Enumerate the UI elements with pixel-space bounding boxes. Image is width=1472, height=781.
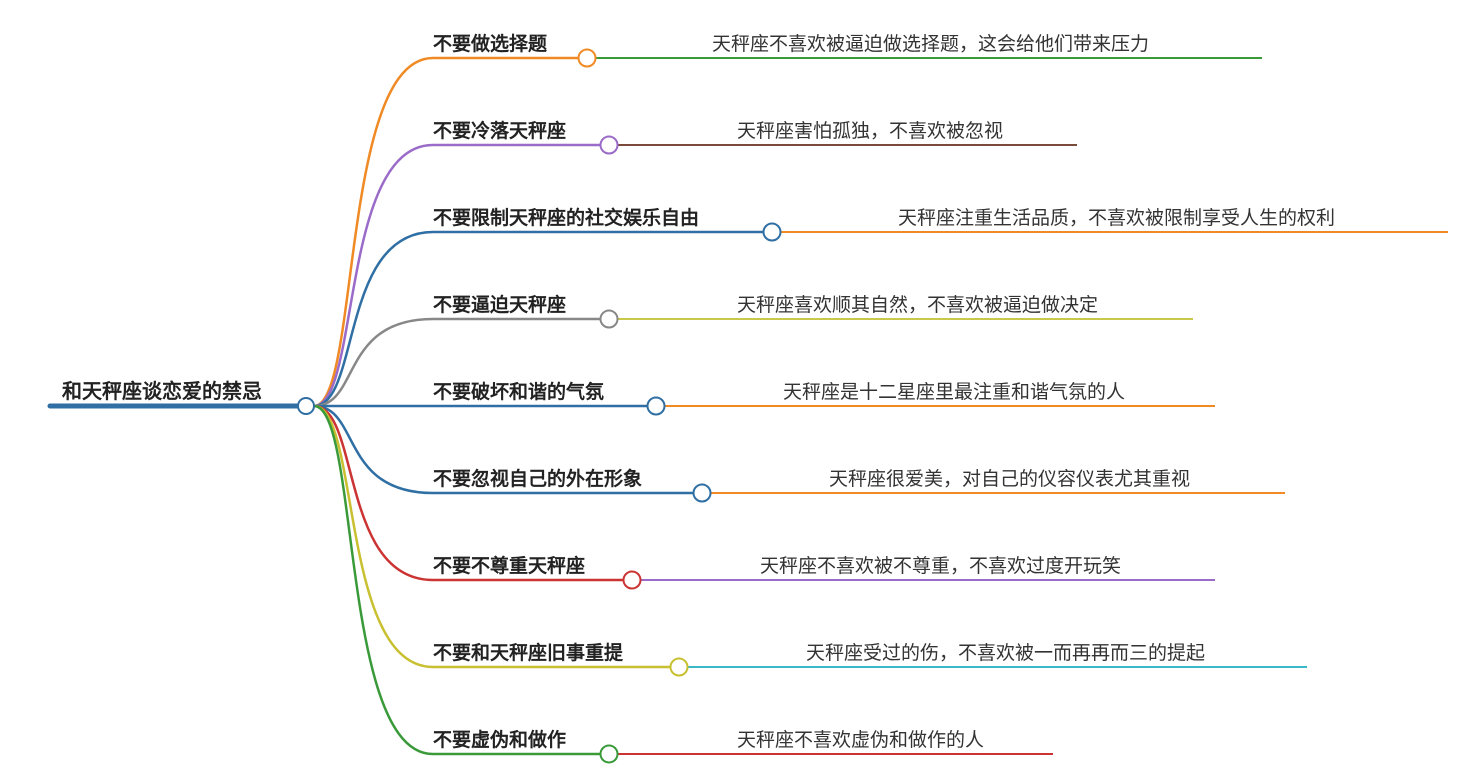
branch-node-circle[interactable] <box>599 309 619 329</box>
branch-topic[interactable]: 不要限制天秤座的社交娱乐自由 <box>433 206 699 229</box>
branch-topic[interactable]: 不要虚伪和做作 <box>433 728 566 751</box>
branch-connector <box>313 404 434 756</box>
branch-node-circle[interactable] <box>622 570 642 590</box>
root-node-circle[interactable] <box>297 397 315 415</box>
branch-connector <box>313 143 434 408</box>
branch-connector <box>313 230 434 408</box>
branch-topic[interactable]: 不要和天秤座旧事重提 <box>433 641 624 664</box>
branch-node-circle[interactable] <box>762 222 782 242</box>
branch-topic[interactable]: 不要冷落天秤座 <box>433 119 566 142</box>
leaf-topic[interactable]: 天秤座不喜欢被逼迫做选择题，这会给他们带来压力 <box>712 33 1149 55</box>
branch-node-circle[interactable] <box>577 48 597 68</box>
branch-topic[interactable]: 不要做选择题 <box>433 32 547 55</box>
branch-connector <box>313 404 434 582</box>
leaf-topic[interactable]: 天秤座很爱美，对自己的仪容仪表尤其重视 <box>829 468 1190 490</box>
leaf-topic[interactable]: 天秤座是十二星座里最注重和谐气氛的人 <box>783 381 1125 403</box>
branch-connector <box>313 56 434 408</box>
branch-topic[interactable]: 不要忽视自己的外在形象 <box>433 467 642 490</box>
branch-node-circle[interactable] <box>646 396 666 416</box>
leaf-topic[interactable]: 天秤座注重生活品质，不喜欢被限制享受人生的权利 <box>898 207 1335 229</box>
branch-connector <box>313 317 434 408</box>
branch-node-circle[interactable] <box>599 744 619 764</box>
branch-node-circle[interactable] <box>669 657 689 677</box>
leaf-topic[interactable]: 天秤座不喜欢虚伪和做作的人 <box>737 729 984 751</box>
branch-topic[interactable]: 不要不尊重天秤座 <box>433 554 585 577</box>
leaf-topic[interactable]: 天秤座喜欢顺其自然，不喜欢被逼迫做决定 <box>737 294 1098 316</box>
branch-node-circle[interactable] <box>692 483 712 503</box>
leaf-topic[interactable]: 天秤座受过的伤，不喜欢被一而再再而三的提起 <box>806 642 1205 664</box>
leaf-topic[interactable]: 天秤座不喜欢被不尊重，不喜欢过度开玩笑 <box>760 555 1121 577</box>
branch-node-circle[interactable] <box>599 135 619 155</box>
branch-connector <box>313 404 434 495</box>
branch-connector <box>313 404 434 669</box>
root-topic[interactable]: 和天秤座谈恋爱的禁忌 <box>62 379 262 403</box>
leaf-topic[interactable]: 天秤座害怕孤独，不喜欢被忽视 <box>737 120 1003 142</box>
branch-topic[interactable]: 不要破坏和谐的气氛 <box>433 380 604 403</box>
branch-topic[interactable]: 不要逼迫天秤座 <box>433 293 566 316</box>
branch-links <box>313 56 434 756</box>
